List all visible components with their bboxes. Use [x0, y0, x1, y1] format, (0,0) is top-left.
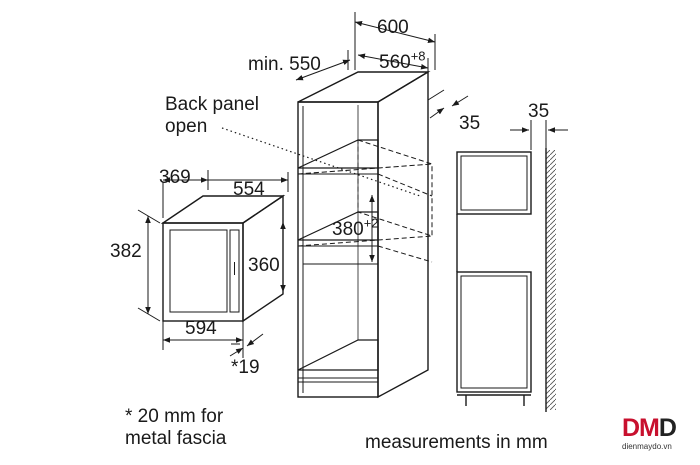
cabinet-bottom-shelf	[297, 339, 379, 371]
dim-cabinet-depth-min: min. 550	[248, 54, 321, 75]
footnote-line2: metal fascia	[125, 428, 227, 450]
cabinet-upper-shelf	[297, 139, 379, 169]
dim-microwave-depth: 369	[159, 167, 191, 188]
dim-microwave-height: 382	[110, 241, 142, 262]
cabinet-front	[297, 101, 379, 398]
dim-side-gap: 35	[528, 101, 550, 122]
microwave-front	[162, 222, 244, 322]
wall-hatch	[546, 150, 556, 410]
cabinet-drawing	[297, 70, 431, 399]
dim-back-gap: 35	[459, 113, 481, 134]
dim-niche-height: 380+2	[332, 217, 379, 240]
dim-niche-width: 560+8	[379, 50, 426, 73]
microwave-drawing	[160, 194, 286, 323]
dim-microwave-inner-height: 360	[248, 255, 280, 276]
cabinet-niche-shelf	[297, 211, 379, 241]
microwave-control-panel	[229, 229, 240, 313]
dim-niche-height-tolerance: +2	[363, 215, 379, 231]
dim-niche-height-value: 380	[332, 219, 364, 240]
microwave-door	[169, 229, 228, 313]
logo-mark-red: DM	[622, 414, 660, 442]
cabinet-side	[377, 70, 429, 399]
microwave-dimension-lines	[137, 170, 289, 358]
back-panel-label-line2: open	[165, 116, 208, 138]
logo-mark-dark: D	[658, 414, 677, 442]
dim-cabinet-width: 600	[377, 17, 409, 38]
microwave-side	[242, 194, 284, 323]
footnote: * 20 mm for metal fascia	[125, 406, 226, 451]
side-view-drawing	[456, 148, 556, 412]
back-panel-dashed	[297, 139, 433, 263]
logo-mark: DMD	[622, 416, 692, 441]
side-lower-cabinet	[456, 271, 532, 393]
units-note: measurements in mm	[365, 432, 548, 453]
dim-niche-width-tolerance: +8	[410, 48, 426, 64]
dmd-logo: DMD dienmaydo.vn	[622, 416, 692, 456]
dim-microwave-width: 554	[233, 179, 265, 200]
cabinet-top	[297, 71, 431, 103]
microwave-top	[160, 195, 286, 224]
back-panel-label: Back panel open	[165, 94, 259, 139]
side-view-dimension-lines	[510, 120, 568, 150]
cabinet-dimension-lines	[295, 12, 469, 262]
footnote-line1: * 20 mm for	[125, 406, 224, 427]
back-panel-leader	[221, 127, 421, 197]
logo-site: dienmaydo.vn	[622, 442, 672, 451]
side-upper-cabinet	[456, 151, 532, 215]
dim-niche-width-value: 560	[379, 52, 411, 73]
dim-microwave-fascia: *19	[231, 357, 260, 378]
dim-microwave-front-width: 594	[185, 318, 217, 339]
back-panel-label-line1: Back panel	[165, 94, 260, 115]
